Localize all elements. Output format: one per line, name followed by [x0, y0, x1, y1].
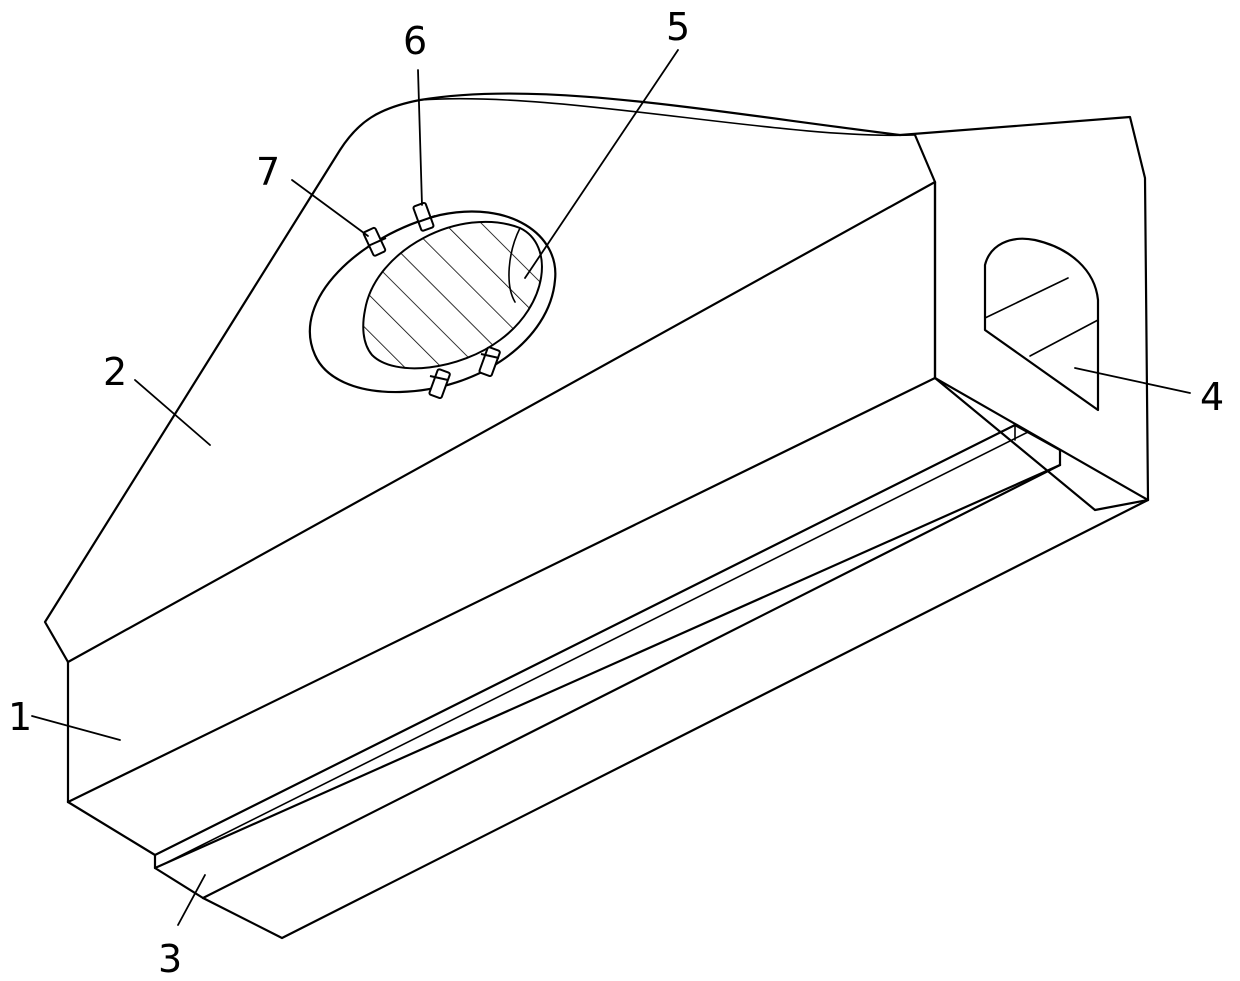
clip: [429, 369, 450, 399]
leader-4: [1075, 368, 1190, 393]
callout-2: 2: [103, 350, 127, 394]
leader-6: [418, 70, 422, 205]
leader-5: [525, 50, 678, 278]
leader-1: [32, 716, 120, 740]
circular-port: [310, 211, 555, 392]
leader-2: [135, 380, 210, 445]
callout-labels: 1 2 3 4 5 6 7: [8, 5, 1224, 981]
callout-1: 1: [8, 695, 32, 739]
bottom-rail: [68, 425, 1148, 938]
top-housing: [45, 93, 1148, 662]
clip: [363, 227, 386, 256]
callout-7: 7: [256, 150, 280, 194]
side-opening: [985, 239, 1098, 410]
callout-4: 4: [1200, 375, 1224, 419]
leader-3: [178, 875, 205, 925]
callout-5: 5: [666, 5, 690, 49]
callout-3: 3: [158, 937, 182, 981]
clip: [413, 202, 435, 231]
callout-6: 6: [403, 19, 427, 63]
